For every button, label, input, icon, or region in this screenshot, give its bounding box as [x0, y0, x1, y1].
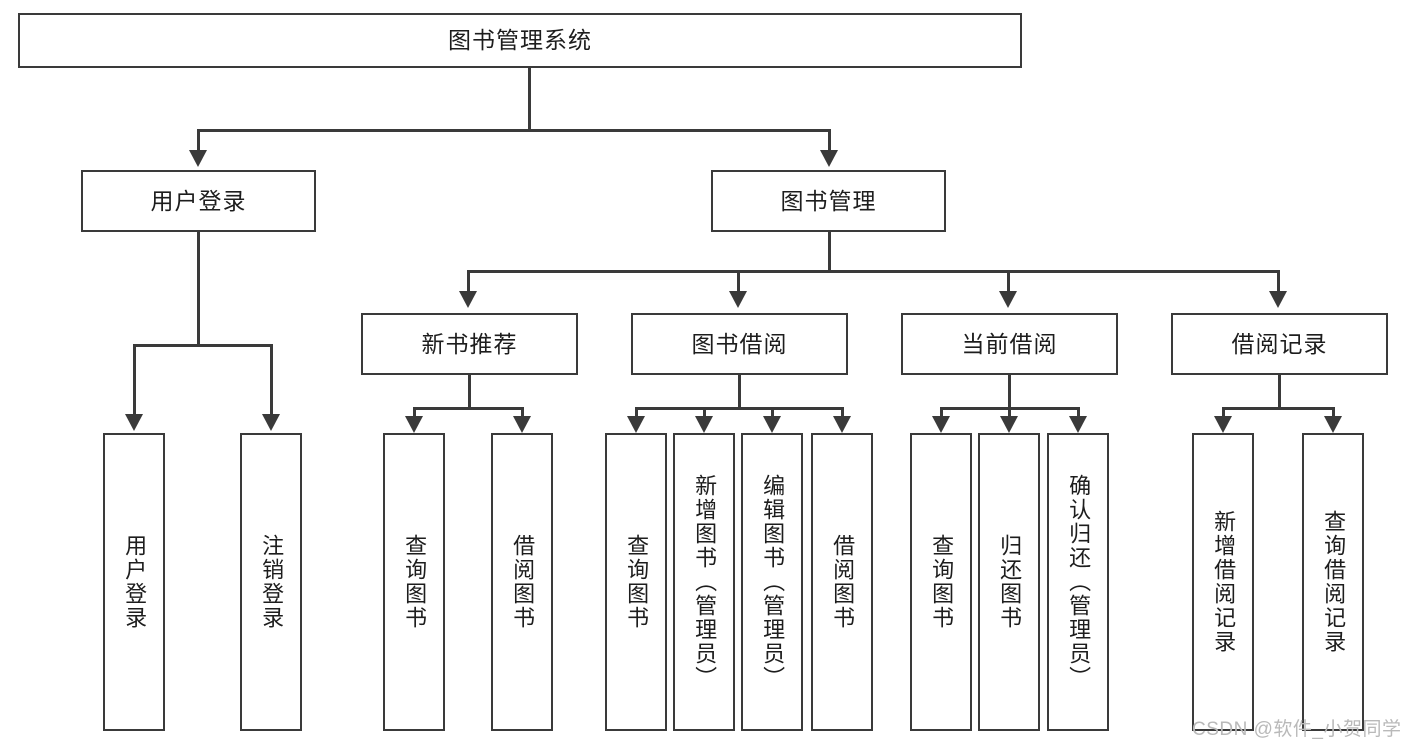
leaf-label: 编辑图书（管理员） [760, 474, 786, 690]
leaf-label: 借阅图书 [510, 534, 536, 630]
arrowhead-bb-edit-book [763, 416, 781, 433]
leaf-query-book-cb[interactable]: 查询图书 [910, 433, 972, 731]
connector-bm-drop-borrow-record [1277, 270, 1280, 293]
arrowhead-borrow-record [1269, 291, 1287, 308]
connector-root-drop-user-login [197, 129, 200, 152]
connector-bb-drop-1 [635, 407, 638, 418]
arrowhead-nbr-borrow-book [513, 416, 531, 433]
leaf-add-book-admin[interactable]: 新增图书（管理员） [673, 433, 735, 731]
connector-user-login-bus [133, 344, 273, 347]
connector-bm-drop-book-borrow [737, 270, 740, 293]
leaf-user-login[interactable]: 用户登录 [103, 433, 165, 731]
connector-cb-stem [1008, 375, 1011, 408]
arrowhead-current-borrow [999, 291, 1017, 308]
node-label: 新书推荐 [421, 330, 518, 357]
leaf-label: 归还图书 [997, 534, 1023, 630]
leaf-query-borrow-record[interactable]: 查询借阅记录 [1302, 433, 1364, 731]
connector-br-drop-2 [1332, 407, 1335, 418]
connector-cb-drop-1 [940, 407, 943, 418]
node-label: 图书管理 [780, 187, 877, 214]
leaf-label: 查询图书 [402, 534, 428, 630]
connector-book-management-stem [828, 232, 831, 271]
connector-book-management-bus [467, 270, 1279, 273]
leaf-query-book-bb[interactable]: 查询图书 [605, 433, 667, 731]
connector-nbr-drop-1 [413, 407, 416, 418]
node-book-borrow[interactable]: 图书借阅 [631, 313, 848, 375]
node-borrow-record[interactable]: 借阅记录 [1171, 313, 1388, 375]
watermark-text: CSDN @软件_小贺同学 [1192, 719, 1402, 740]
connector-bb-drop-3 [771, 407, 774, 418]
leaf-query-book-nbr[interactable]: 查询图书 [383, 433, 445, 731]
node-root-book-management-system[interactable]: 图书管理系统 [18, 13, 1022, 68]
node-current-borrow[interactable]: 当前借阅 [901, 313, 1118, 375]
connector-bm-drop-current-borrow [1007, 270, 1010, 293]
leaf-logout[interactable]: 注销登录 [240, 433, 302, 731]
arrowhead-br-add-record [1214, 416, 1232, 433]
node-user-login[interactable]: 用户登录 [81, 170, 316, 232]
connector-bb-stem [738, 375, 741, 408]
connector-nbr-bus [413, 407, 524, 410]
connector-root-bus [197, 129, 831, 132]
connector-br-bus [1222, 407, 1335, 410]
connector-cb-drop-3 [1077, 407, 1080, 418]
leaf-label: 注销登录 [259, 534, 285, 630]
leaf-borrow-book-nbr[interactable]: 借阅图书 [491, 433, 553, 731]
connector-br-stem [1278, 375, 1281, 408]
arrowhead-leaf-user-login [125, 414, 143, 431]
connector-bb-drop-2 [703, 407, 706, 418]
node-new-book-recommend[interactable]: 新书推荐 [361, 313, 578, 375]
connector-root-drop-book-management [828, 129, 831, 152]
arrowhead-cb-confirm-return [1069, 416, 1087, 433]
arrowhead-new-book-recommend [459, 291, 477, 308]
leaf-add-borrow-record[interactable]: 新增借阅记录 [1192, 433, 1254, 731]
leaf-label: 查询图书 [624, 534, 650, 630]
connector-user-login-drop-2 [270, 344, 273, 416]
leaf-label: 查询图书 [929, 534, 955, 630]
connector-user-login-drop-1 [133, 344, 136, 416]
arrowhead-br-query-record [1324, 416, 1342, 433]
arrowhead-bb-query-book [627, 416, 645, 433]
arrowhead-book-borrow [729, 291, 747, 308]
node-label: 用户登录 [150, 187, 247, 214]
node-label: 当前借阅 [961, 330, 1058, 357]
arrowhead-cb-return-book [1000, 416, 1018, 433]
arrowhead-leaf-logout [262, 414, 280, 431]
connector-bb-drop-4 [841, 407, 844, 418]
leaf-return-book[interactable]: 归还图书 [978, 433, 1040, 731]
leaf-label: 确认归还（管理员） [1066, 474, 1092, 690]
arrowhead-bb-borrow-book [833, 416, 851, 433]
arrowhead-user-login [189, 150, 207, 167]
connector-root-stem [528, 68, 531, 130]
connector-br-drop-1 [1222, 407, 1225, 418]
arrowhead-nbr-query-book [405, 416, 423, 433]
connector-bm-drop-new-book [467, 270, 470, 293]
leaf-edit-book-admin[interactable]: 编辑图书（管理员） [741, 433, 803, 731]
connector-user-login-stem [197, 232, 200, 345]
leaf-label: 用户登录 [122, 534, 148, 630]
leaf-label: 借阅图书 [830, 534, 856, 630]
connector-nbr-drop-2 [521, 407, 524, 418]
connector-bb-bus [635, 407, 844, 410]
arrowhead-cb-query-book [932, 416, 950, 433]
node-label: 图书借阅 [691, 330, 788, 357]
node-book-management[interactable]: 图书管理 [711, 170, 946, 232]
node-label: 借阅记录 [1231, 330, 1328, 357]
leaf-label: 新增图书（管理员） [692, 474, 718, 690]
leaf-label: 查询借阅记录 [1321, 510, 1347, 654]
arrowhead-bb-add-book [695, 416, 713, 433]
connector-nbr-stem [468, 375, 471, 408]
connector-cb-drop-2 [1008, 407, 1011, 418]
leaf-borrow-book-bb[interactable]: 借阅图书 [811, 433, 873, 731]
leaf-label: 新增借阅记录 [1211, 510, 1237, 654]
leaf-confirm-return-admin[interactable]: 确认归还（管理员） [1047, 433, 1109, 731]
node-label: 图书管理系统 [448, 27, 592, 54]
arrowhead-book-management [820, 150, 838, 167]
